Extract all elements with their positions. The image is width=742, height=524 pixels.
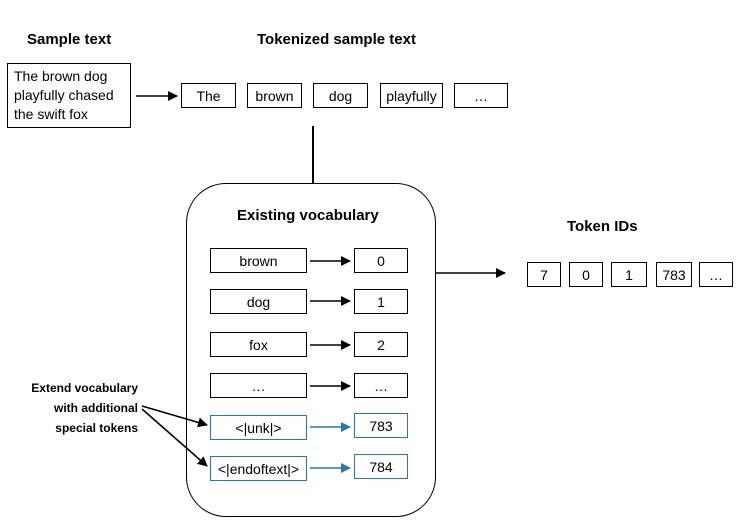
note-line: Extend vocabulary — [31, 381, 138, 395]
note-line: with additional — [54, 401, 138, 415]
sample-text-box: The brown dog playfully chased the swift… — [7, 63, 131, 128]
vocab-id: 0 — [354, 248, 408, 273]
token-box: brown — [247, 83, 302, 108]
vocabulary-heading: Existing vocabulary — [237, 207, 379, 224]
token-box: … — [454, 83, 508, 108]
vocab-id: … — [354, 373, 408, 398]
note-arrow — [141, 408, 208, 467]
tokenized-text-heading: Tokenized sample text — [257, 31, 416, 48]
token-id-box: … — [699, 262, 733, 287]
token-id-box: 0 — [569, 262, 603, 287]
vocab-token: brown — [210, 248, 307, 273]
token-box: The — [181, 83, 236, 108]
token-ids-heading: Token IDs — [567, 218, 638, 235]
note-arrow — [141, 405, 208, 428]
extend-vocabulary-note: Extend vocabulary with additional specia… — [24, 378, 138, 438]
vocab-id-special: 783 — [354, 413, 408, 438]
sample-line: the swift fox — [14, 106, 88, 122]
token-id-box: 1 — [611, 262, 647, 287]
sample-line: playfully chased — [14, 87, 114, 103]
vocab-id: 2 — [354, 332, 408, 357]
vocab-id-special: 784 — [354, 454, 408, 479]
vocab-token-special: <|endoftext|> — [210, 456, 307, 481]
note-line: special tokens — [55, 421, 138, 435]
token-box: dog — [313, 83, 368, 108]
vocab-token: dog — [210, 289, 307, 314]
token-box: playfully — [380, 83, 443, 108]
sample-line: The brown dog — [14, 68, 108, 84]
vocab-token: fox — [210, 332, 307, 357]
sample-text-heading: Sample text — [27, 31, 112, 48]
vocab-token-special: <|unk|> — [210, 415, 307, 440]
vocab-id: 1 — [354, 289, 408, 314]
vocab-token: … — [210, 373, 307, 398]
token-id-box: 783 — [656, 262, 692, 287]
token-id-box: 7 — [527, 262, 561, 287]
